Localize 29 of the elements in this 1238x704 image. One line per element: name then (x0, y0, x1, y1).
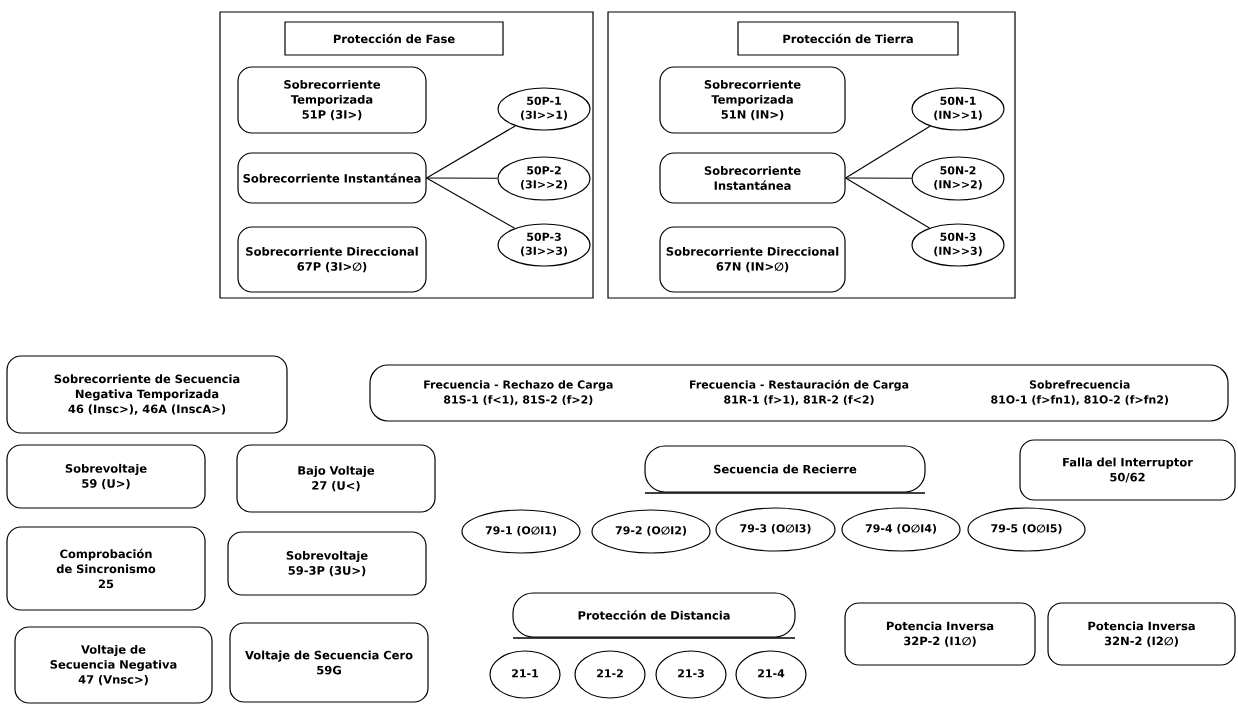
function-box: Voltaje de Secuencia Cero 59G (229, 622, 429, 703)
function-box: Potencia Inversa 32P-2 (I1∅) (844, 602, 1036, 666)
function-box: Sobrecorriente Temporizada 51N (IN>) (659, 66, 846, 134)
function-box: Voltaje de Secuencia Negativa 47 (Vnsc>) (14, 626, 213, 704)
group-heading-box: Secuencia de Recierre (644, 445, 926, 494)
heading-box: Protección de Tierra (737, 21, 959, 56)
function-box: Sobrecorriente Instantánea (237, 152, 427, 204)
connector-line (845, 125, 931, 179)
function-box: Sobrecorriente de Secuencia Negativa Temporizada 46 (Insc>), 46A (InscA>) (6, 355, 288, 434)
function-box: Sobrevoltaje 59-3P (3U>) (227, 531, 427, 596)
function-box: Sobrecorriente Instantánea (659, 152, 846, 204)
function-box: Sobrecorriente Direccional 67N (IN>∅) (659, 226, 846, 293)
function-box: Comprobación de Sincronismo 25 (6, 526, 206, 611)
connector-line (845, 177, 912, 179)
function-box: Potencia Inversa 32N-2 (I2∅) (1047, 602, 1236, 666)
connector-line (845, 177, 930, 229)
frequency-band: Frecuencia - Rechazo de Carga 81S-1 (f<1), 81S-2 (f>2) Frecuencia - Restauración de Carga 81R-1 (f>1), 81R-2 (f<2) Sobrefrecuencia 81O-1 (f>fn1), 81O-2 (f>fn2) (369, 364, 1229, 422)
function-box: Sobrevoltaje 59 (U>) (6, 444, 206, 509)
heading-box: Protección de Fase (284, 21, 504, 56)
connector-line (426, 177, 498, 179)
function-box: Falla del Interruptor 50/62 (1019, 439, 1236, 501)
panel-frame (607, 11, 1016, 299)
connector-line (426, 177, 516, 229)
function-box: Sobrecorriente Direccional 67P (3I>∅) (237, 226, 427, 293)
function-box: Sobrecorriente Temporizada 51P (3I>) (237, 66, 427, 134)
group-heading-box: Protección de Distancia (512, 592, 796, 639)
function-box: Bajo Voltaje 27 (U<) (236, 444, 436, 513)
panel-frame (219, 11, 594, 299)
connector-line (426, 125, 516, 179)
